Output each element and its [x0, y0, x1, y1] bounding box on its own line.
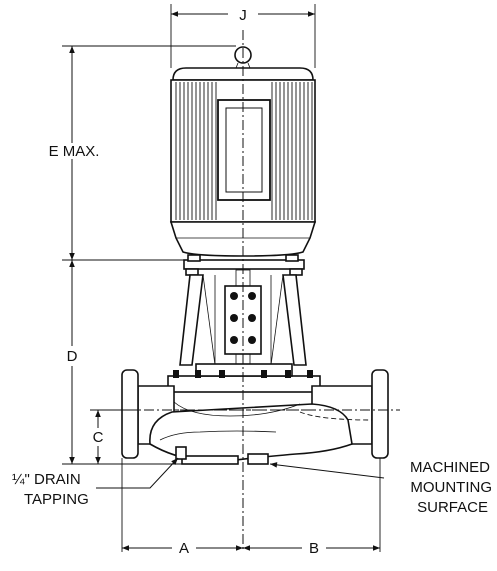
- cover-bolt: [307, 370, 313, 378]
- cooling-fins: [175, 82, 313, 220]
- label-a: A: [179, 540, 189, 557]
- label-mount-line3: SURFACE: [417, 499, 488, 516]
- label-b: B: [309, 540, 319, 557]
- cover-bolt: [195, 370, 201, 378]
- cover-bolt: [285, 370, 291, 378]
- label-j: J: [239, 7, 247, 24]
- coupling-bolt: [248, 336, 256, 344]
- pump-casing: [121, 363, 389, 465]
- cover-bolt: [219, 370, 225, 378]
- label-c: C: [93, 429, 104, 446]
- cover-bolt: [173, 370, 179, 378]
- coupling-bolt: [230, 336, 238, 344]
- suction-flange: [121, 369, 139, 459]
- coupling-bolt: [230, 314, 238, 322]
- label-mount-line1: MACHINED: [410, 459, 490, 476]
- mounting-leader: [269, 462, 385, 479]
- coupling-bolt: [248, 314, 256, 322]
- mounting-base: [181, 455, 239, 465]
- coupling-bolt: [248, 292, 256, 300]
- discharge-flange: [371, 369, 389, 459]
- label-d: D: [67, 348, 78, 365]
- drain-leader: [96, 457, 179, 489]
- coupling-bolt: [230, 292, 238, 300]
- label-drain-line1: ¼" DRAIN: [12, 471, 81, 488]
- label-mount-line2: MOUNTING: [410, 479, 492, 496]
- drain-plug: [175, 446, 187, 460]
- label-drain-line2: TAPPING: [24, 491, 89, 508]
- motor-bracket: [179, 274, 307, 366]
- conduit-box: [217, 99, 271, 201]
- motor-flange: [183, 254, 305, 276]
- label-e-max: E MAX.: [49, 143, 100, 160]
- cover-bolt: [261, 370, 267, 378]
